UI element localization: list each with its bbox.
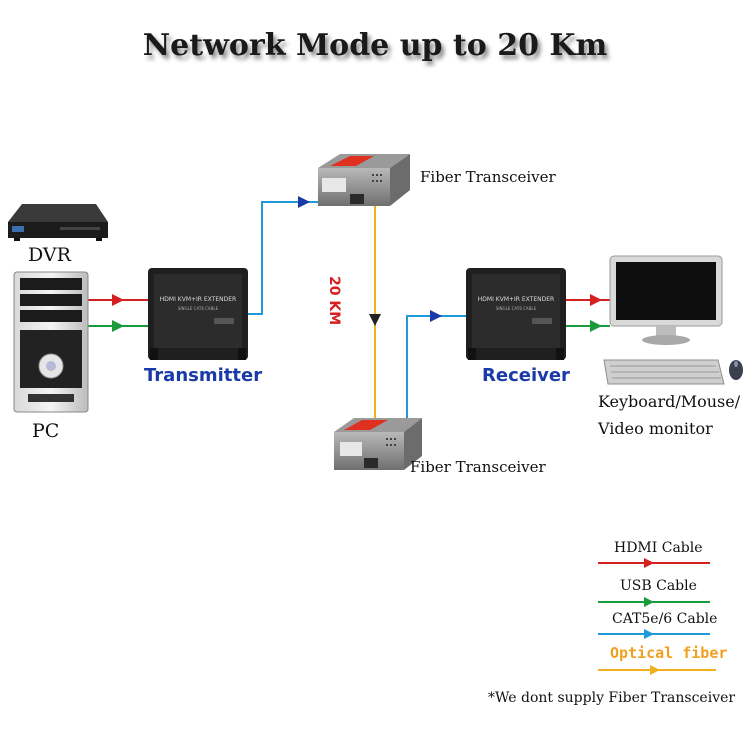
- keyboard-icon: [603, 359, 725, 385]
- legend-fiber-line: [598, 665, 716, 675]
- dvr-device-icon: [8, 204, 108, 241]
- monitor-label-line2: Video monitor: [598, 419, 713, 438]
- receiver-device-icon: HDMI KVM+IR EXTENDER SINGLE CAT6 CABLE: [466, 268, 566, 360]
- transmitter-device-icon: HDMI KVM+IR EXTENDER SINGLE CAT6 CABLE: [148, 268, 248, 360]
- optical-fiber-link: [369, 204, 381, 428]
- transmitter-label: Transmitter: [144, 365, 263, 386]
- dvr-label: DVR: [28, 244, 71, 266]
- diagram-title: Network Mode up to 20 Km: [142, 28, 608, 63]
- legend-cat-line: [598, 629, 710, 639]
- fiber-transceiver-top-label: Fiber Transceiver: [420, 168, 556, 186]
- legend-fiber-label: Optical fiber: [610, 644, 728, 662]
- monitor-icon: [609, 255, 723, 345]
- cat-cable-transmitter-fiber: [246, 196, 318, 315]
- usb-cable-pc-transmitter: [88, 320, 150, 332]
- fiber-transceiver-bottom-icon: [334, 418, 422, 470]
- receiver-face-text: HDMI KVM+IR EXTENDER: [478, 296, 554, 303]
- hdmi-cable-receiver-monitor: [566, 294, 610, 306]
- transmitter-face-text: HDMI KVM+IR EXTENDER: [160, 296, 236, 303]
- pc-label: PC: [32, 420, 60, 442]
- hdmi-cable-pc-transmitter: [88, 294, 150, 306]
- distance-label: 20 KM: [326, 276, 342, 326]
- supply-note: *We dont supply Fiber Transceiver: [488, 690, 736, 706]
- pc-tower-icon: [13, 271, 89, 413]
- receiver-sub-text: SINGLE CAT6 CABLE: [496, 306, 537, 311]
- monitor-label-line1: Keyboard/Mouse/: [598, 392, 741, 411]
- legend-hdmi-label: HDMI Cable: [614, 540, 703, 556]
- transmitter-sub-text: SINGLE CAT6 CABLE: [178, 306, 219, 311]
- usb-cable-receiver-monitor: [566, 320, 610, 332]
- legend-cat-label: CAT5e/6 Cable: [612, 611, 718, 627]
- mouse-icon: [729, 360, 743, 380]
- legend-hdmi-line: [598, 558, 710, 568]
- legend-usb-line: [598, 597, 710, 607]
- fiber-transceiver-top-icon: [318, 154, 410, 206]
- fiber-transceiver-bottom-label: Fiber Transceiver: [410, 458, 546, 476]
- receiver-label: Receiver: [482, 365, 570, 386]
- legend-usb-label: USB Cable: [620, 578, 697, 594]
